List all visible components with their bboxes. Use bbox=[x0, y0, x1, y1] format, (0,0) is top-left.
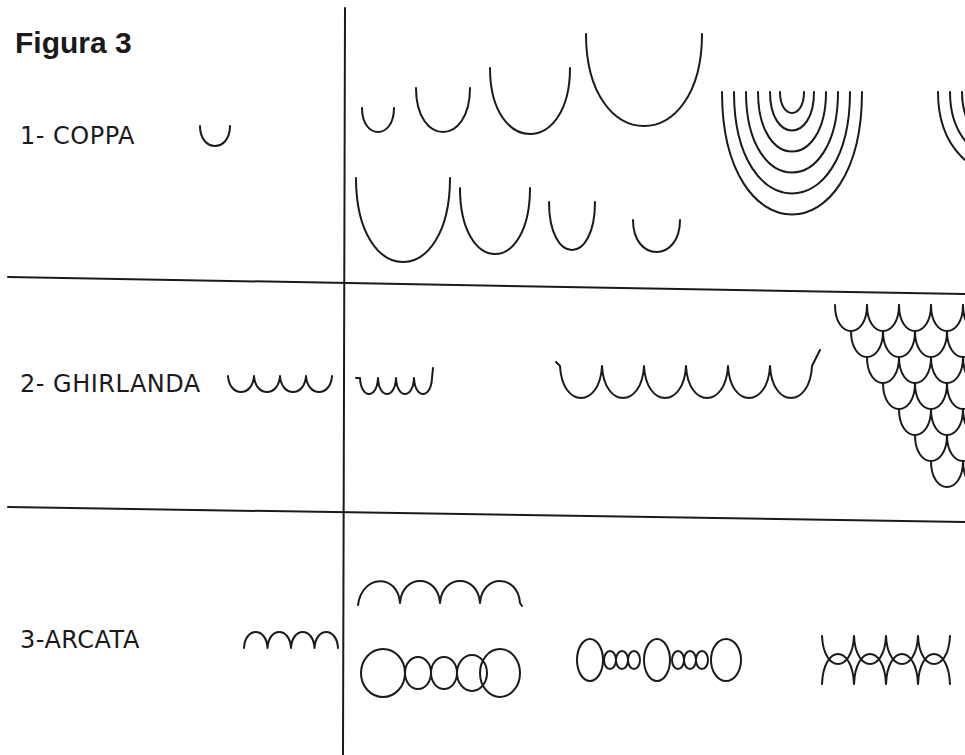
scale-pattern bbox=[963, 409, 965, 435]
scale-pattern bbox=[915, 435, 947, 461]
scale-pattern bbox=[835, 305, 867, 331]
scale-pattern bbox=[947, 331, 965, 357]
scale-pattern bbox=[931, 409, 963, 435]
scale-pattern bbox=[963, 357, 965, 383]
circle-chain bbox=[480, 649, 520, 697]
concentric-cup bbox=[938, 92, 965, 176]
scale-pattern bbox=[899, 357, 931, 383]
circle-chain bbox=[684, 651, 696, 669]
scale-pattern bbox=[867, 305, 899, 331]
garland-shape bbox=[356, 368, 433, 394]
circle-chain bbox=[616, 651, 628, 669]
cup-shape bbox=[460, 188, 530, 254]
scale-pattern bbox=[963, 461, 965, 487]
cup-shape bbox=[633, 220, 680, 252]
circle-chain bbox=[696, 651, 708, 669]
scale-pattern bbox=[899, 305, 931, 331]
cup-shape bbox=[416, 88, 470, 132]
circle-chain bbox=[361, 649, 405, 697]
circle-chain bbox=[672, 651, 684, 669]
circle-chain bbox=[577, 639, 603, 681]
cup-shape bbox=[586, 34, 702, 126]
garland-shape bbox=[556, 350, 820, 398]
cup-shape bbox=[549, 202, 595, 250]
grid-line bbox=[8, 277, 965, 294]
grid-line bbox=[8, 507, 965, 522]
row-label: 2- GHIRLANDA bbox=[20, 372, 201, 396]
scale-pattern bbox=[867, 357, 899, 383]
circle-chain bbox=[431, 657, 457, 689]
concentric-cup bbox=[734, 92, 850, 194]
arch-shape bbox=[358, 581, 522, 606]
figure-title: Figura 3 bbox=[15, 28, 132, 58]
circle-chain bbox=[604, 651, 616, 669]
cup-shape bbox=[362, 108, 394, 132]
scale-pattern bbox=[915, 331, 947, 357]
arch-symbol bbox=[244, 632, 338, 648]
crossed-arches bbox=[822, 636, 950, 664]
scale-pattern bbox=[883, 331, 915, 357]
scale-pattern bbox=[963, 305, 965, 331]
circle-chain bbox=[405, 657, 431, 689]
concentric-cup bbox=[722, 92, 862, 215]
circle-chain bbox=[711, 639, 741, 681]
scale-pattern bbox=[851, 331, 883, 357]
crossed-arches bbox=[822, 654, 950, 684]
cup-shape bbox=[490, 68, 570, 134]
concentric-cup bbox=[780, 92, 804, 113]
cup-shape bbox=[356, 178, 450, 262]
row-label: 3-ARCATA bbox=[20, 628, 140, 652]
scale-pattern bbox=[931, 305, 963, 331]
scale-pattern bbox=[915, 383, 947, 409]
scale-pattern bbox=[899, 409, 931, 435]
circle-chain bbox=[644, 639, 670, 681]
concentric-cup bbox=[758, 92, 826, 152]
scale-pattern bbox=[947, 435, 965, 461]
row-label: 1- COPPA bbox=[20, 124, 135, 148]
circle-chain bbox=[628, 651, 640, 669]
scale-pattern bbox=[931, 357, 963, 383]
garland-symbol bbox=[228, 376, 332, 392]
concentric-cup bbox=[746, 92, 838, 173]
scale-pattern bbox=[947, 383, 965, 409]
cup-symbol bbox=[200, 126, 230, 146]
concentric-cup bbox=[770, 92, 814, 131]
scale-pattern bbox=[931, 461, 963, 487]
grid-line bbox=[343, 8, 345, 755]
scale-pattern bbox=[883, 383, 915, 409]
